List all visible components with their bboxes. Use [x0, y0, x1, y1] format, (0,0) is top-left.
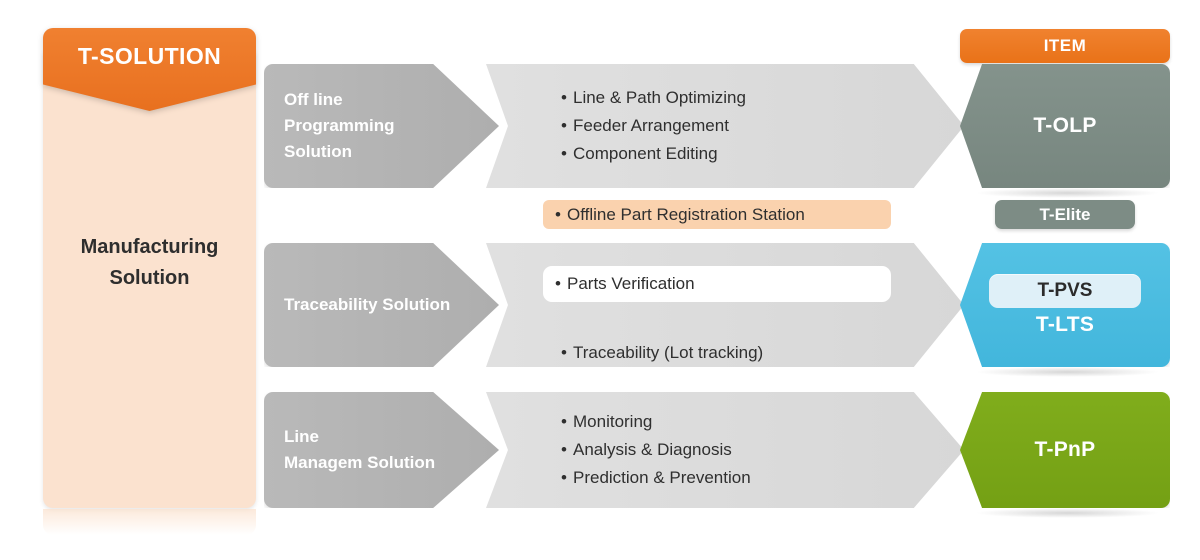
panel-title: Manufacturing Solution	[43, 232, 256, 294]
row-1-bullet-2: •Feeder Arrangement	[561, 116, 729, 135]
row-1-label-line3: Solution	[284, 142, 352, 161]
row-3-label-line2: Managem Solution	[284, 453, 436, 472]
item-1-shadow	[975, 188, 1160, 198]
row-traceability: Traceability Solution •Traceability (Lot…	[264, 243, 964, 367]
row-3-label-block: Line Managem Solution	[264, 392, 499, 508]
item-code-t-pnp: T-PnP	[1034, 438, 1096, 461]
row-3-body: •Monitoring •Analysis & Diagnosis •Predi…	[486, 392, 964, 508]
row-3-label-line1: Line	[284, 427, 319, 446]
item-badge-t-pvs: T-PVS	[989, 273, 1141, 308]
row-1-label-block: Off line Programming Solution	[264, 64, 499, 188]
item-block-t-lts: T-PVS T-LTS	[960, 243, 1170, 367]
row-2-body: •Traceability (Lot tracking)	[486, 243, 964, 367]
row-3-bullet-1: •Monitoring	[561, 412, 653, 431]
panel-title-line2: Solution	[109, 267, 190, 289]
row-3-bullet-2: •Analysis & Diagnosis	[561, 440, 732, 459]
row-2-label-block: Traceability Solution	[264, 243, 499, 367]
row-1-label-line2: Programming	[284, 116, 395, 135]
row-3-bullet-list: •Monitoring •Analysis & Diagnosis •Predi…	[486, 392, 964, 508]
row-offline-programming: Off line Programming Solution •Line & Pa…	[264, 64, 964, 188]
item-block-t-pnp: T-PnP	[960, 392, 1170, 508]
row-1-label-text: Off line Programming Solution	[284, 64, 454, 188]
row-1-body: •Line & Path Optimizing •Feeder Arrangem…	[486, 64, 964, 188]
item-code-t-lts: T-LTS	[1035, 312, 1095, 336]
row-2-label-text: Traceability Solution	[284, 243, 454, 367]
row-1-label-line1: Off line	[284, 90, 343, 109]
row-2-bullet-list: •Traceability (Lot tracking)	[486, 243, 964, 367]
row-3-bullet-3: •Prediction & Prevention	[561, 468, 751, 487]
callout-parts-verification-text: Parts Verification	[567, 274, 695, 293]
row-1-bullet-1: •Line & Path Optimizing	[561, 88, 746, 107]
callout-parts-verification: • Parts Verification	[543, 266, 891, 302]
item-block-t-olp: T-OLP	[960, 64, 1170, 188]
item-column-header: ITEM	[960, 29, 1170, 63]
row-2-label-line1: Traceability Solution	[284, 295, 451, 314]
row-2-bullet-1: •Traceability (Lot tracking)	[561, 343, 764, 362]
banner-label: T-SOLUTION	[77, 43, 222, 69]
item-code-t-olp: T-OLP	[1033, 114, 1097, 137]
callout-offline-station: • Offline Part Registration Station	[543, 200, 891, 229]
row-line-management: Line Managem Solution •Monitoring •Analy…	[264, 392, 964, 508]
callout-offline-station-text: Offline Part Registration Station	[567, 204, 805, 224]
row-1-bullet-3: •Component Editing	[561, 144, 718, 163]
bullet-dot-icon: •	[555, 204, 561, 224]
row-3-label-text: Line Managem Solution	[284, 392, 454, 508]
item-3-shadow	[975, 508, 1160, 518]
manufacturing-solution-panel	[43, 46, 256, 535]
panel-title-line1: Manufacturing	[80, 236, 219, 258]
row-1-bullet-list: •Line & Path Optimizing •Feeder Arrangem…	[486, 64, 964, 188]
item-2-shadow	[975, 367, 1160, 377]
item-badge-t-elite: T-Elite	[995, 200, 1135, 229]
panel-reflection	[43, 509, 256, 535]
t-solution-banner: T-SOLUTION	[43, 28, 256, 111]
bullet-dot-icon: •	[555, 274, 561, 293]
